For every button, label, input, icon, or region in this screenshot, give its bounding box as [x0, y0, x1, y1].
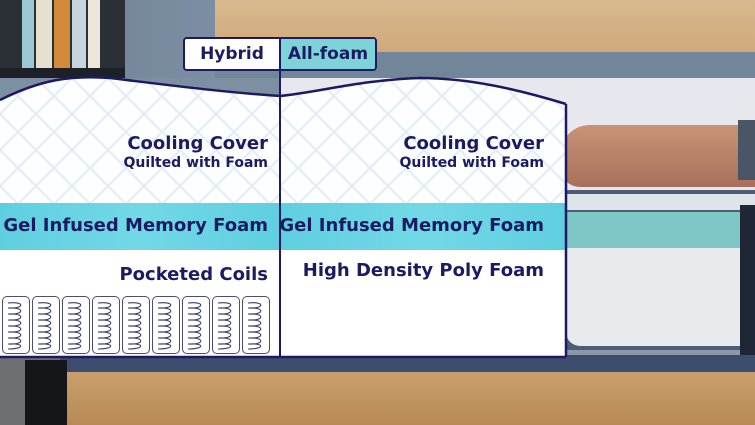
- coil-icon: [32, 296, 60, 354]
- layer-title: Gel Infused Memory Foam: [280, 215, 544, 236]
- coil-icon: [62, 296, 90, 354]
- book: [88, 0, 100, 68]
- cooling-cover-layer: Cooling Cover Quilted with Foam: [0, 78, 280, 203]
- layer-subtitle: Quilted with Foam: [123, 155, 268, 171]
- book: [72, 0, 86, 68]
- mattress-foam-layer: [566, 248, 755, 346]
- gel-memory-foam-layer: Gel Infused Memory Foam: [280, 203, 566, 250]
- coil-icon: [92, 296, 120, 354]
- toggle-all-foam[interactable]: All-foam: [281, 39, 375, 69]
- mattress-shadow: [740, 205, 755, 355]
- mattress-quilt-layer: [566, 194, 755, 210]
- gel-memory-foam-layer: Gel Infused Memory Foam: [0, 203, 280, 250]
- bed-frame-rail: [60, 355, 755, 373]
- bed-frame-wood: [66, 372, 755, 425]
- bed-frame-leg: [25, 360, 67, 425]
- coil-icon: [212, 296, 240, 354]
- hand-arm: [560, 125, 755, 187]
- coil-icon: [242, 296, 270, 354]
- layer-title: Cooling Cover: [403, 133, 544, 154]
- all-foam-panel: Cooling Cover Quilted with Foam Gel Infu…: [280, 78, 566, 358]
- layer-title: Gel Infused Memory Foam: [3, 215, 268, 236]
- book: [54, 0, 70, 68]
- coil-row: [2, 296, 270, 354]
- book: [22, 0, 34, 68]
- sleeve: [738, 120, 755, 180]
- coil-icon: [122, 296, 150, 354]
- mattress-gel-layer: [566, 212, 755, 248]
- hybrid-panel: Cooling Cover Quilted with Foam Gel Infu…: [0, 78, 280, 358]
- book: [36, 0, 52, 68]
- layer-title: High Density Poly Foam: [302, 260, 544, 281]
- layer-title: Pocketed Coils: [119, 264, 268, 285]
- layer-subtitle: Quilted with Foam: [399, 155, 544, 171]
- coil-icon: [2, 296, 30, 354]
- mattress-type-toggle[interactable]: Hybrid All-foam: [183, 37, 377, 71]
- coil-icon: [152, 296, 180, 354]
- high-density-poly-foam-layer: High Density Poly Foam: [280, 250, 566, 358]
- toggle-hybrid[interactable]: Hybrid: [185, 39, 281, 69]
- layer-title: Cooling Cover: [127, 133, 268, 154]
- bookshelf: [0, 0, 125, 80]
- cooling-cover-layer: Cooling Cover Quilted with Foam: [280, 78, 566, 203]
- coil-icon: [182, 296, 210, 354]
